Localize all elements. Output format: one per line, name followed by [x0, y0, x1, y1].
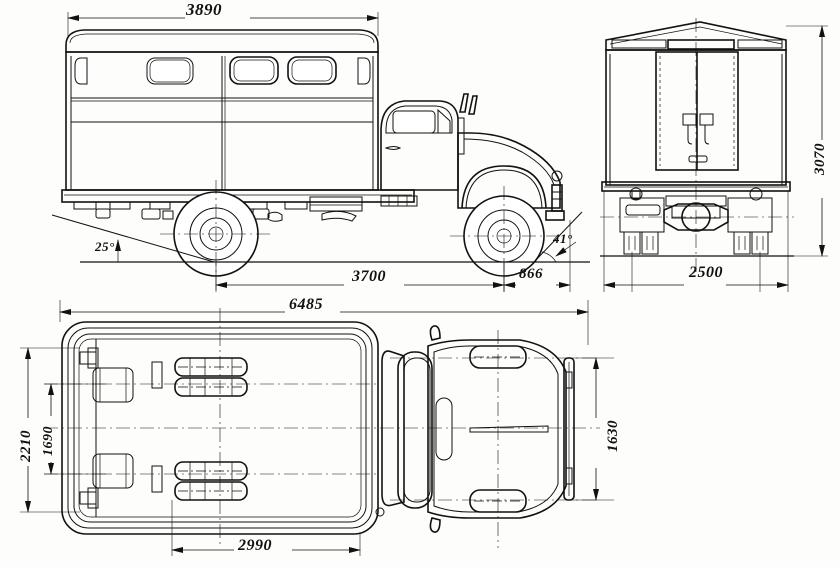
dim-label-overall-width: 2210 [18, 430, 34, 462]
dim-front-track [566, 357, 614, 501]
van-body-outline [65, 29, 379, 191]
truck-cab [380, 93, 565, 221]
dim-label-departure-angle: 25° [95, 239, 115, 254]
dim-front-overhang [503, 220, 571, 292]
body-window-group [74, 56, 371, 85]
dim-label-overall-length: 6485 [289, 296, 323, 313]
side-elevation-view [51, 12, 590, 292]
dim-label-front-track: 1630 [605, 420, 621, 452]
dim-overall-height [786, 25, 828, 257]
rear-door-pair [655, 51, 739, 171]
departure-angle-marks [51, 214, 215, 263]
dim-label-overall-height: 3070 [812, 143, 828, 175]
door-handle-right [699, 113, 714, 145]
rear-elevation-view [600, 18, 828, 292]
dim-label-track-width: 2500 [689, 264, 723, 281]
dim-track-width [603, 191, 789, 292]
plan-view [20, 300, 614, 556]
dim-label-body-length: 3890 [186, 0, 222, 19]
dim-body-width [44, 383, 110, 475]
dim-label-body-width: 1690 [41, 426, 56, 456]
dim-overall-width [20, 347, 80, 513]
dim-body-length [67, 12, 379, 36]
approach-angle-marks [533, 211, 583, 263]
dim-label-rear-track: 2990 [238, 537, 272, 554]
dim-overall-length [59, 300, 589, 345]
dim-label-approach-angle: 41° [553, 231, 573, 246]
rear-wheel-pair-upper [174, 357, 248, 397]
dim-rear-track [171, 500, 361, 556]
dim-label-front-overhang: 866 [519, 266, 543, 282]
rear-wheel-pair-lower [174, 461, 248, 501]
dim-label-wheelbase: 3700 [352, 268, 386, 285]
